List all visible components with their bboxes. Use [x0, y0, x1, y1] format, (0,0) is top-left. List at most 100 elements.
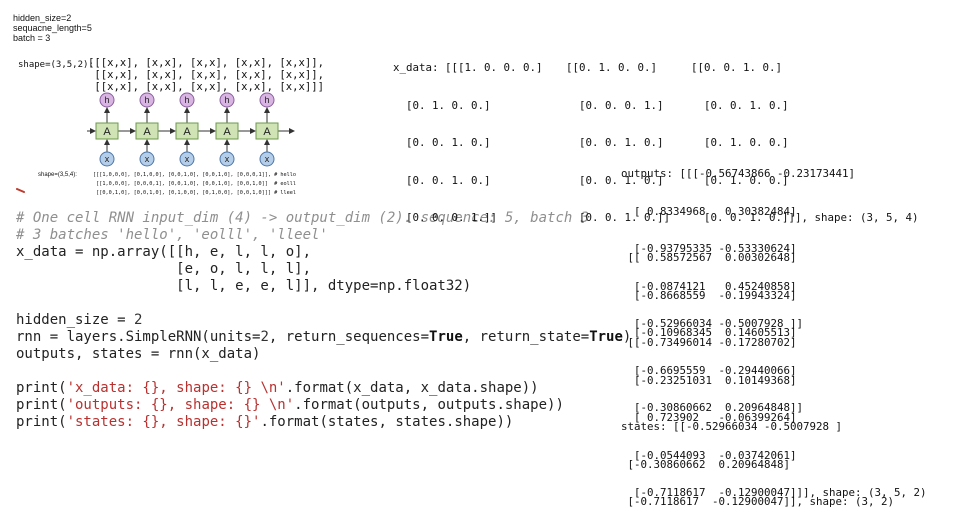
input-node-label: x: [105, 154, 110, 164]
hidden-state-node: [99, 92, 115, 108]
code-text: , return_sequences=: [268, 329, 430, 345]
output-line: [0. 0. 0. 1.]: [566, 98, 664, 112]
output-outputs-batch-1: outputs: [[[-0.56743866 -0.23173441] [ 0…: [621, 143, 855, 343]
output-line: [0. 1. 0. 0.]: [691, 136, 789, 149]
output-line: [-0.10968345 0.14605513]: [621, 326, 797, 339]
input-node-label: x: [185, 154, 190, 164]
hidden-state-label: h: [104, 95, 109, 105]
code-text: .format(states, states.shape)): [260, 414, 514, 430]
hidden-state-node: [179, 92, 195, 108]
code-keyword: True: [589, 329, 623, 345]
hidden-state-node: [219, 92, 235, 108]
output-shape-label: shape=(3,5,2):: [18, 60, 94, 70]
code-string: 'x_data: {}, shape: {} \n': [66, 380, 286, 396]
code-text: print(: [16, 397, 67, 413]
input-node-label: x: [145, 154, 150, 164]
input-shape-row: [[[1,0,0,0], [0,1,0,0], [0,0,1,0], [0,0,…: [93, 172, 297, 178]
rnn-cell-box: [175, 122, 199, 140]
input-node: [179, 151, 195, 167]
output-line: [0. 1. 0. 0.]: [393, 98, 491, 112]
input-node: [139, 151, 155, 167]
code-line: print('x_data: {}, shape: {} \n'.format(…: [16, 380, 631, 397]
input-node-label: x: [225, 154, 230, 164]
output-xdata-batch-3: [[0. 0. 1. 0.] [0. 0. 1. 0.] [0. 1. 0. 0…: [691, 37, 919, 237]
code-line: rnn = layers.SimpleRNN(units=2, return_s…: [16, 329, 631, 346]
code-text: .format(outputs, outputs.shape)): [294, 397, 564, 413]
input-node: [259, 151, 275, 167]
code-text: print(: [16, 414, 67, 430]
code-comment: # 3 batches 'hello', 'eolll', 'lleel': [16, 227, 328, 243]
code-line: [e, o, l, l, l],: [16, 261, 312, 277]
output-line: [0. 0. 1. 0.]]], shape: (3, 5, 4): [691, 211, 919, 224]
code-text: ): [622, 329, 632, 345]
output-line: [[ 0.58572567 0.00302648]: [621, 251, 797, 264]
hidden-state-node: [259, 92, 275, 108]
code-text: .format(x_data, x_data.shape)): [285, 380, 539, 396]
input-node-label: x: [265, 154, 270, 164]
output-line: [[0. 1. 0. 0.]: [566, 61, 658, 74]
code-line: # 3 batches 'hello', 'eolll', 'lleel': [16, 227, 631, 244]
code-text: hidden_size =: [16, 312, 135, 328]
output-line: [-0.8668559 -0.19943324]: [621, 288, 797, 302]
code-number: 2: [134, 312, 143, 328]
output-xdata-batch-1: x_data: [[[1. 0. 0. 0.] [0. 1. 0. 0.] [0…: [393, 37, 543, 237]
output-line: [0. 0. 1. 0.]: [393, 173, 491, 187]
output-line: [[-0.73496014 -0.17280702]: [621, 336, 797, 349]
output-outputs-batch-2: [[ 0.58572567 0.00302648] [-0.8668559 -0…: [621, 227, 804, 427]
output-line: [-0.7118617 -0.12900047]], shape: (3, 2): [621, 495, 895, 508]
output-line: [[0. 0. 1. 0.]: [691, 61, 783, 74]
input-node: [99, 151, 115, 167]
output-line: [-0.23251031 0.10149368]: [621, 373, 797, 387]
output-shape-row: [[[x,x], [x,x], [x,x], [x,x], [x,x]],: [88, 57, 324, 69]
hidden-state-label: h: [264, 95, 269, 105]
code-string: 'outputs: {}, shape: {} \n': [66, 397, 295, 413]
rnn-cell-box: [215, 122, 239, 140]
code-keyword: True: [429, 329, 463, 345]
code-blank-line: [16, 295, 631, 312]
output-line: [0. 0. 1. 0.]]: [566, 211, 671, 224]
hidden-state-node: [139, 92, 155, 108]
output-line: [-0.6695559 -0.29440066]: [621, 363, 797, 377]
output-line: [0. 1. 0. 0.]: [691, 173, 789, 187]
input-shape-label: shape=(3,5,4):: [38, 172, 77, 178]
rnn-cell-label: A: [263, 126, 271, 138]
output-line: [ 0.723902 -0.06399264]: [621, 411, 797, 424]
code-line: print('outputs: {}, shape: {} \n'.format…: [16, 397, 631, 414]
output-line: [ 0.8334968 0.30382484]: [621, 204, 797, 218]
input-node: [219, 151, 235, 167]
rnn-cell-box: [255, 122, 279, 140]
output-line: [0. 0. 1. 0.]: [393, 136, 491, 149]
parameter-notes: hidden_size=2 sequacne_length=5 batch = …: [13, 13, 92, 43]
output-line: [-0.30860662 0.20964848]]: [621, 401, 804, 414]
code-blank-line: [16, 363, 631, 380]
hidden-state-label: h: [184, 95, 189, 105]
code-line: # One cell RNN input_dim (4) -> output_d…: [16, 210, 631, 227]
code-line: outputs, states = rnn(x_data): [16, 346, 261, 362]
output-line: [-0.52966034 -0.5007928 ]]: [621, 317, 804, 330]
code-editor: # One cell RNN input_dim (4) -> output_d…: [16, 210, 631, 431]
code-line: hidden_size = 2: [16, 312, 631, 329]
code-text: , return_state=: [462, 329, 590, 345]
rnn-cell-box: [95, 122, 119, 140]
input-shape-row: [[0,0,1,0], [0,0,1,0], [0,1,0,0], [0,1,0…: [93, 190, 297, 196]
hidden-state-label: h: [224, 95, 229, 105]
code-string: 'states: {}, shape: {}': [66, 414, 261, 430]
rnn-cell-label: A: [223, 126, 231, 138]
output-line: [0. 0. 0. 1.]]: [393, 211, 498, 224]
code-line: x_data = np.array([[h, e, l, l, o],: [16, 244, 312, 260]
code-line: print('states: {}, shape: {}'.format(sta…: [16, 414, 631, 431]
output-line: [-0.0874121 0.45240858]: [621, 279, 797, 293]
input-shape-row: [[1,0,0,0], [0,0,0,1], [0,0,1,0], [0,0,1…: [93, 181, 297, 187]
code-number: 2: [260, 329, 269, 345]
output-states: states: [[-0.52966034 -0.5007928 ] [-0.3…: [621, 396, 894, 521]
output-line: states: [[-0.52966034 -0.5007928 ]: [621, 420, 843, 433]
code-line: [l, l, e, e, l]], dtype=np.float32): [16, 278, 472, 294]
code-text: print(: [16, 380, 67, 396]
output-line: [0. 0. 1. 0.]: [691, 98, 789, 112]
rnn-cell-label: A: [143, 126, 151, 138]
output-line: [-0.93795335 -0.53330624]: [621, 242, 797, 255]
input-shape-matrix: [[[1,0,0,0], [0,1,0,0], [0,0,1,0], [0,0,…: [93, 171, 296, 198]
output-shape-matrix: [[[x,x], [x,x], [x,x], [x,x], [x,x]], [[…: [88, 57, 324, 93]
output-xdata-batch-2: [[0. 1. 0. 0.] [0. 0. 0. 1.] [0. 0. 1. 0…: [566, 37, 670, 237]
